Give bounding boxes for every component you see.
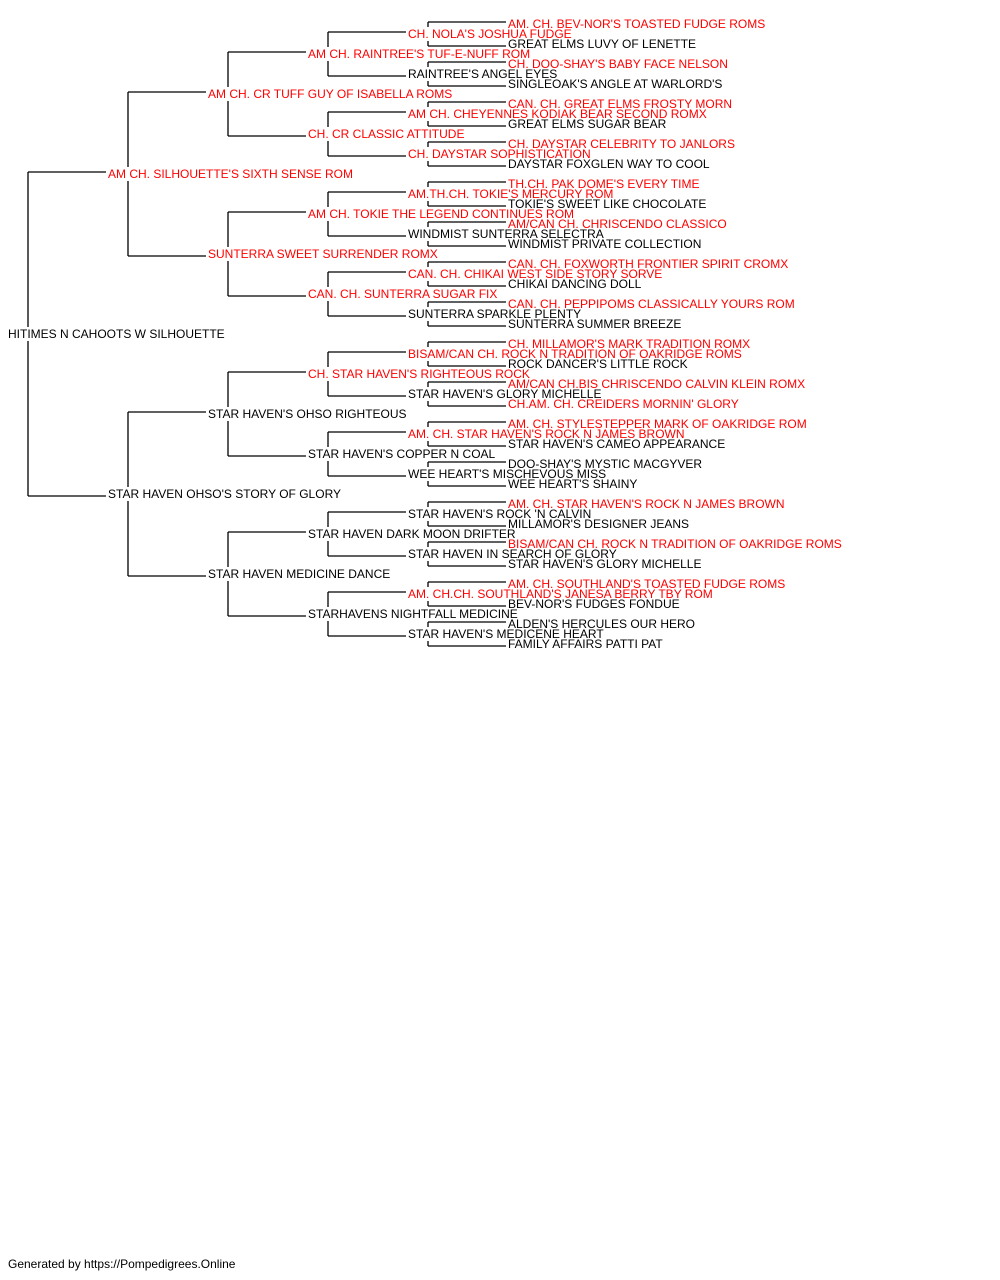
pedigree-name-gen2: AM CH. CR TUFF GUY OF ISABELLA ROMS <box>208 87 452 101</box>
pedigree-name-gen5: STAR HAVEN'S CAMEO APPEARANCE <box>508 437 725 451</box>
pedigree-name-gen4: CH. NOLA'S JOSHUA FUDGE <box>408 27 572 41</box>
pedigree-name-gen5: ROCK DANCER'S LITTLE ROCK <box>508 357 688 371</box>
pedigree-name-gen2: STAR HAVEN'S OHSO RIGHTEOUS <box>208 407 407 421</box>
pedigree-name-gen2: STAR HAVEN MEDICINE DANCE <box>208 567 390 581</box>
pedigree-name-gen5: MILLAMOR'S DESIGNER JEANS <box>508 517 689 531</box>
pedigree-name-gen3: CAN. CH. SUNTERRA SUGAR FIX <box>308 287 497 301</box>
pedigree-name-gen4: SUNTERRA SPARKLE PLENTY <box>408 307 581 321</box>
pedigree-name-gen4: CAN. CH. CHIKAI WEST SIDE STORY SORVE <box>408 267 662 281</box>
pedigree-name-gen5: ALDEN'S HERCULES OUR HERO <box>508 617 695 631</box>
pedigree-name-gen5: DAYSTAR FOXGLEN WAY TO COOL <box>508 157 710 171</box>
pedigree-name-gen3: STARHAVENS NIGHTFALL MEDICINE <box>308 607 518 621</box>
pedigree-name-gen5: CAN. CH. GREAT ELMS FROSTY MORN <box>508 97 732 111</box>
pedigree-name-gen4: AM. CH.CH. SOUTHLAND'S JANESA BERRY TBY … <box>408 587 713 601</box>
pedigree-name-gen5: DOO-SHAY'S MYSTIC MACGYVER <box>508 457 702 471</box>
pedigree-name-gen5: AM/CAN CH. CHRISCENDO CLASSICO <box>508 217 727 231</box>
pedigree-name-gen1: STAR HAVEN OHSO'S STORY OF GLORY <box>108 487 341 501</box>
pedigree-name-gen5: AM. CH. BEV-NOR'S TOASTED FUDGE ROMS <box>508 17 765 31</box>
pedigree-name-gen5: CH. DAYSTAR CELEBRITY TO JANLORS <box>508 137 735 151</box>
pedigree-name-gen3: STAR HAVEN DARK MOON DRIFTER <box>308 527 516 541</box>
pedigree-name-gen5: BISAM/CAN CH. ROCK N TRADITION OF OAKRID… <box>508 537 842 551</box>
pedigree-name-gen5: GREAT ELMS SUGAR BEAR <box>508 117 667 131</box>
pedigree-connector-lines <box>27 21 506 647</box>
pedigree-name-gen4: STAR HAVEN IN SEARCH OF GLORY <box>408 547 617 561</box>
pedigree-name-gen5: AM. CH. STAR HAVEN'S ROCK N JAMES BROWN <box>508 497 785 511</box>
pedigree-name-gen3: STAR HAVEN'S COPPER N COAL <box>308 447 496 461</box>
pedigree-name-gen5: CH.AM. CH. CREIDERS MORNIN' GLORY <box>508 397 739 411</box>
pedigree-name-gen5: AM. CH. SOUTHLAND'S TOASTED FUDGE ROMS <box>508 577 785 591</box>
pedigree-name-gen5: TH.CH. PAK DOME'S EVERY TIME <box>508 177 699 191</box>
pedigree-name-gen5: GREAT ELMS LUVY OF LENETTE <box>508 37 696 51</box>
pedigree-name-gen5: CAN. CH. PEPPIPOMS CLASSICALLY YOURS ROM <box>508 297 795 311</box>
pedigree-name-gen3: CH. STAR HAVEN'S RIGHTEOUS ROCK <box>308 367 530 381</box>
pedigree-name-gen3: CH. CR CLASSIC ATTITUDE <box>308 127 464 141</box>
pedigree-name-gen5: CAN. CH. FOXWORTH FRONTIER SPIRIT CROMX <box>508 257 788 271</box>
pedigree-name-gen4: STAR HAVEN'S ROCK 'N CALVIN <box>408 507 591 521</box>
pedigree-name-gen5: CH. DOO-SHAY'S BABY FACE NELSON <box>508 57 728 71</box>
pedigree-name-gen5: AM. CH. STYLESTEPPER MARK OF OAKRIDGE RO… <box>508 417 807 431</box>
pedigree-name-gen4: WINDMIST SUNTERRA SELECTRA <box>408 227 604 241</box>
pedigree-name-gen5: BEV-NOR'S FUDGES FONDUE <box>508 597 680 611</box>
pedigree-name-gen1: AM CH. SILHOUETTE'S SIXTH SENSE ROM <box>108 167 353 181</box>
pedigree-name-gen2: SUNTERRA SWEET SURRENDER ROMX <box>208 247 438 261</box>
pedigree-name-gen5: SINGLEOAK'S ANGLE AT WARLORD'S <box>508 77 722 91</box>
pedigree-name-gen0: HITIMES N CAHOOTS W SILHOUETTE <box>8 327 225 341</box>
pedigree-names: AM. CH. BEV-NOR'S TOASTED FUDGE ROMS GREA… <box>8 17 842 651</box>
pedigree-name-gen5: SUNTERRA SUMMER BREEZE <box>508 317 681 331</box>
pedigree-name-gen3: AM CH. RAINTREE'S TUF-E-NUFF ROM <box>308 47 530 61</box>
pedigree-name-gen4: WEE HEART'S MISCHEVOUS MISS <box>408 467 606 481</box>
pedigree-name-gen5: STAR HAVEN'S GLORY MICHELLE <box>508 557 701 571</box>
pedigree-name-gen5: WEE HEART'S SHAINY <box>508 477 637 491</box>
pedigree-name-gen4: AM CH. CHEYENNES KODIAK BEAR SECOND ROMX <box>408 107 707 121</box>
pedigree-name-gen5: CHIKAI DANCING DOLL <box>508 277 642 291</box>
pedigree-name-gen4: AM.TH.CH. TOKIE'S MERCURY ROM <box>408 187 613 201</box>
pedigree-name-gen3: AM CH. TOKIE THE LEGEND CONTINUES ROM <box>308 207 574 221</box>
pedigree-name-gen4: RAINTREE'S ANGEL EYES <box>408 67 557 81</box>
pedigree-name-gen4: AM. CH. STAR HAVEN'S ROCK N JAMES BROWN <box>408 427 685 441</box>
pedigree-name-gen5: TOKIE'S SWEET LIKE CHOCOLATE <box>508 197 706 211</box>
pedigree-name-gen5: CH. MILLAMOR'S MARK TRADITION ROMX <box>508 337 750 351</box>
pedigree-name-gen5: WINDMIST PRIVATE COLLECTION <box>508 237 701 251</box>
pedigree-name-gen5: FAMILY AFFAIRS PATTI PAT <box>508 637 663 651</box>
pedigree-name-gen5: AM/CAN CH.BIS CHRISCENDO CALVIN KLEIN RO… <box>508 377 805 391</box>
pedigree-name-gen4: STAR HAVEN'S MEDICENE HEART <box>408 627 604 641</box>
pedigree-name-gen4: BISAM/CAN CH. ROCK N TRADITION OF OAKRID… <box>408 347 742 361</box>
pedigree-name-gen4: STAR HAVEN'S GLORY MICHELLE <box>408 387 601 401</box>
footer-credit: Generated by https://Pompedigrees.Online <box>8 1257 236 1271</box>
pedigree-name-gen4: CH. DAYSTAR SOPHISTICATION <box>408 147 591 161</box>
